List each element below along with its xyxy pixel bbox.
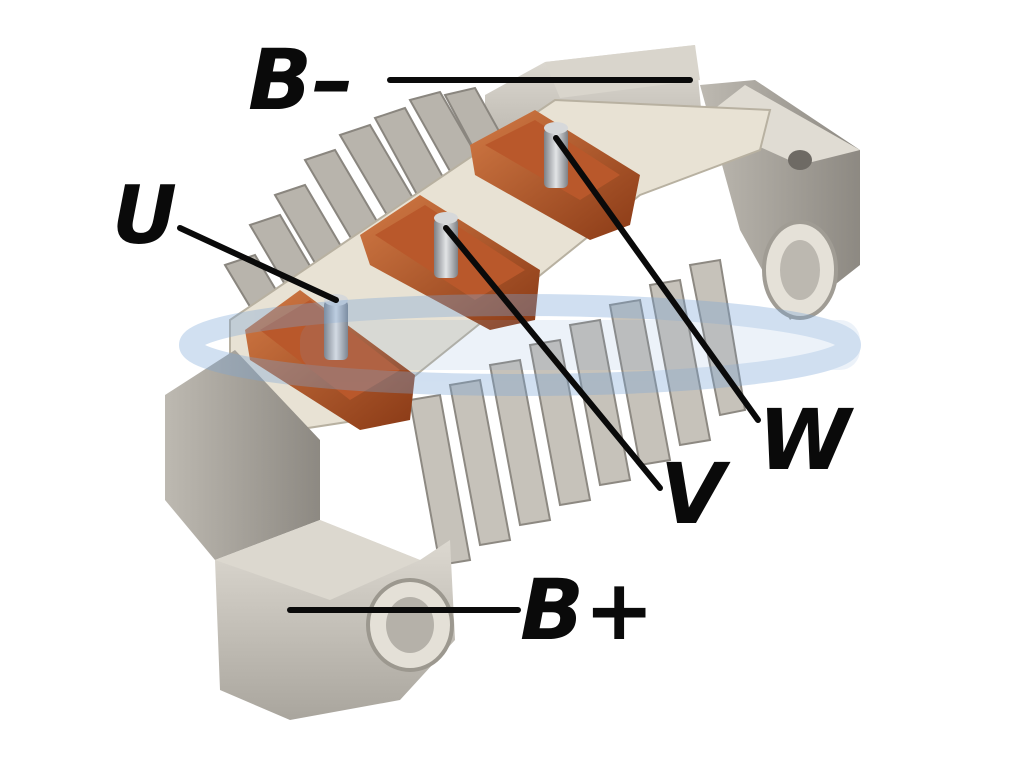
label-w: W [758, 391, 851, 489]
label-v: V [660, 445, 726, 543]
leader-u [177, 225, 339, 303]
leader-lines [177, 77, 761, 613]
front-fins [408, 258, 747, 567]
leader-w [553, 135, 761, 423]
right-mount-block [700, 80, 860, 320]
label-b-minus: B– [248, 31, 355, 129]
leader-v [443, 225, 663, 491]
label-b-plus: B+ [520, 561, 655, 659]
stud-u [324, 300, 348, 360]
label-u: U [112, 169, 177, 262]
brand-watermark [179, 294, 861, 396]
